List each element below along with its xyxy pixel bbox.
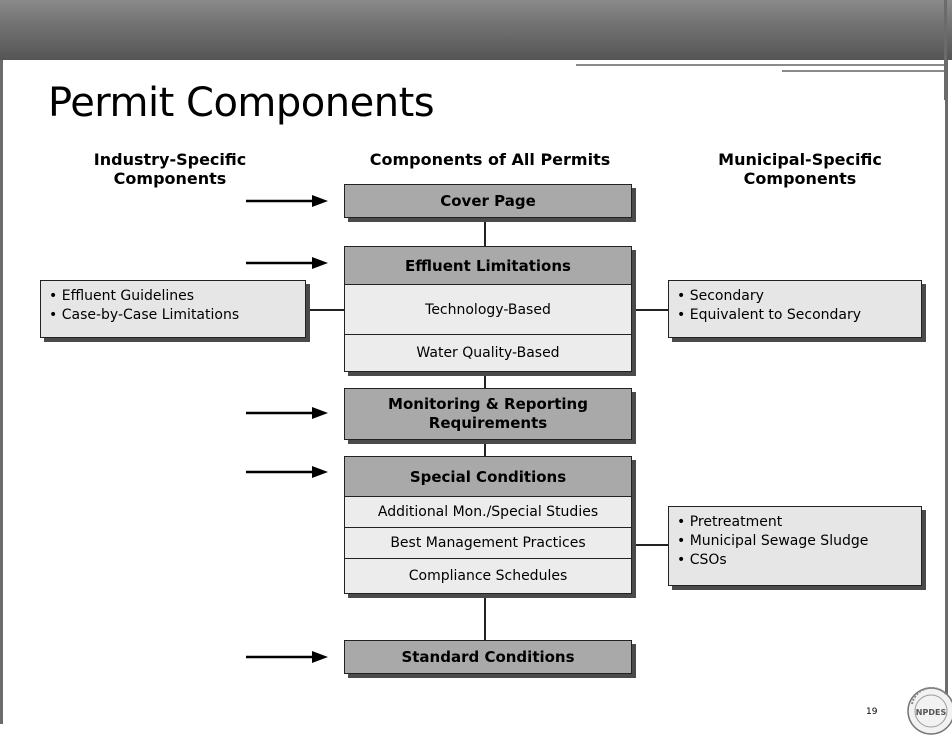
right-arrow-icon — [246, 466, 328, 478]
header-accent-line — [576, 64, 946, 66]
header-accent-line — [944, 0, 947, 100]
industry-effluent-box: Effluent Guidelines Case-by-Case Limitat… — [40, 280, 306, 338]
special-conditions-row: Compliance Schedules — [408, 568, 568, 584]
column-heading-all: Components of All Permits — [340, 150, 640, 169]
column-heading-line: Industry-Specific — [93, 150, 247, 169]
special-conditions-row: Additional Mon./Special Studies — [345, 497, 631, 528]
water-quality-based-row: Water Quality-Based — [416, 345, 560, 361]
column-heading-municipal: Municipal-Specific Components — [690, 150, 910, 188]
connector-line — [484, 218, 486, 246]
right-arrow-icon — [246, 407, 328, 419]
slide-header-bar — [0, 0, 952, 60]
slide-frame — [0, 60, 948, 724]
column-heading-line: Components of All Permits — [369, 150, 611, 169]
monitoring-reporting-line: Requirements — [428, 414, 548, 432]
bullet-item: Effluent Guidelines — [49, 287, 297, 306]
right-arrow-icon — [246, 257, 328, 269]
effluent-limitations-header: Effluent Limitations — [345, 247, 631, 285]
column-heading-line: Components — [743, 169, 857, 188]
technology-based-row: Technology-Based — [345, 285, 631, 335]
standard-conditions-box: Standard Conditions — [344, 640, 632, 674]
monitoring-reporting-line: Monitoring & Reporting — [388, 395, 588, 413]
connector-line — [484, 440, 486, 456]
right-arrow-icon — [246, 195, 328, 207]
connector-line — [484, 372, 486, 388]
special-conditions-header: Special Conditions — [345, 457, 631, 497]
svg-text:NPDES: NPDES — [916, 708, 947, 717]
municipal-special-box: Pretreatment Municipal Sewage Sludge CSO… — [668, 506, 922, 586]
npdes-seal-logo: NPDES — [907, 686, 952, 735]
column-heading-industry: Industry-Specific Components — [60, 150, 280, 188]
connector-line — [632, 544, 668, 546]
connector-line — [632, 309, 668, 311]
monitoring-reporting-box: Monitoring & Reporting Requirements — [344, 388, 632, 440]
column-heading-line: Municipal-Specific — [718, 150, 882, 169]
slide-title: Permit Components — [48, 80, 435, 126]
bullet-item: Pretreatment — [677, 513, 913, 532]
page-number: 19 — [866, 707, 878, 717]
municipal-effluent-box: Secondary Equivalent to Secondary — [668, 280, 922, 338]
header-accent-line — [782, 70, 946, 72]
effluent-limitations-group: Effluent Limitations Technology-Based Wa… — [344, 246, 632, 372]
connector-line — [484, 594, 486, 640]
column-heading-line: Components — [113, 169, 227, 188]
connector-line — [306, 309, 344, 311]
bullet-item: Case-by-Case Limitations — [49, 306, 297, 325]
bullet-item: Municipal Sewage Sludge — [677, 532, 913, 551]
bullet-item: Equivalent to Secondary — [677, 306, 913, 325]
bullet-item: CSOs — [677, 551, 913, 570]
right-arrow-icon — [246, 651, 328, 663]
bullet-item: Secondary — [677, 287, 913, 306]
special-conditions-group: Special Conditions Additional Mon./Speci… — [344, 456, 632, 594]
special-conditions-row: Best Management Practices — [345, 528, 631, 559]
cover-page-box: Cover Page — [344, 184, 632, 218]
